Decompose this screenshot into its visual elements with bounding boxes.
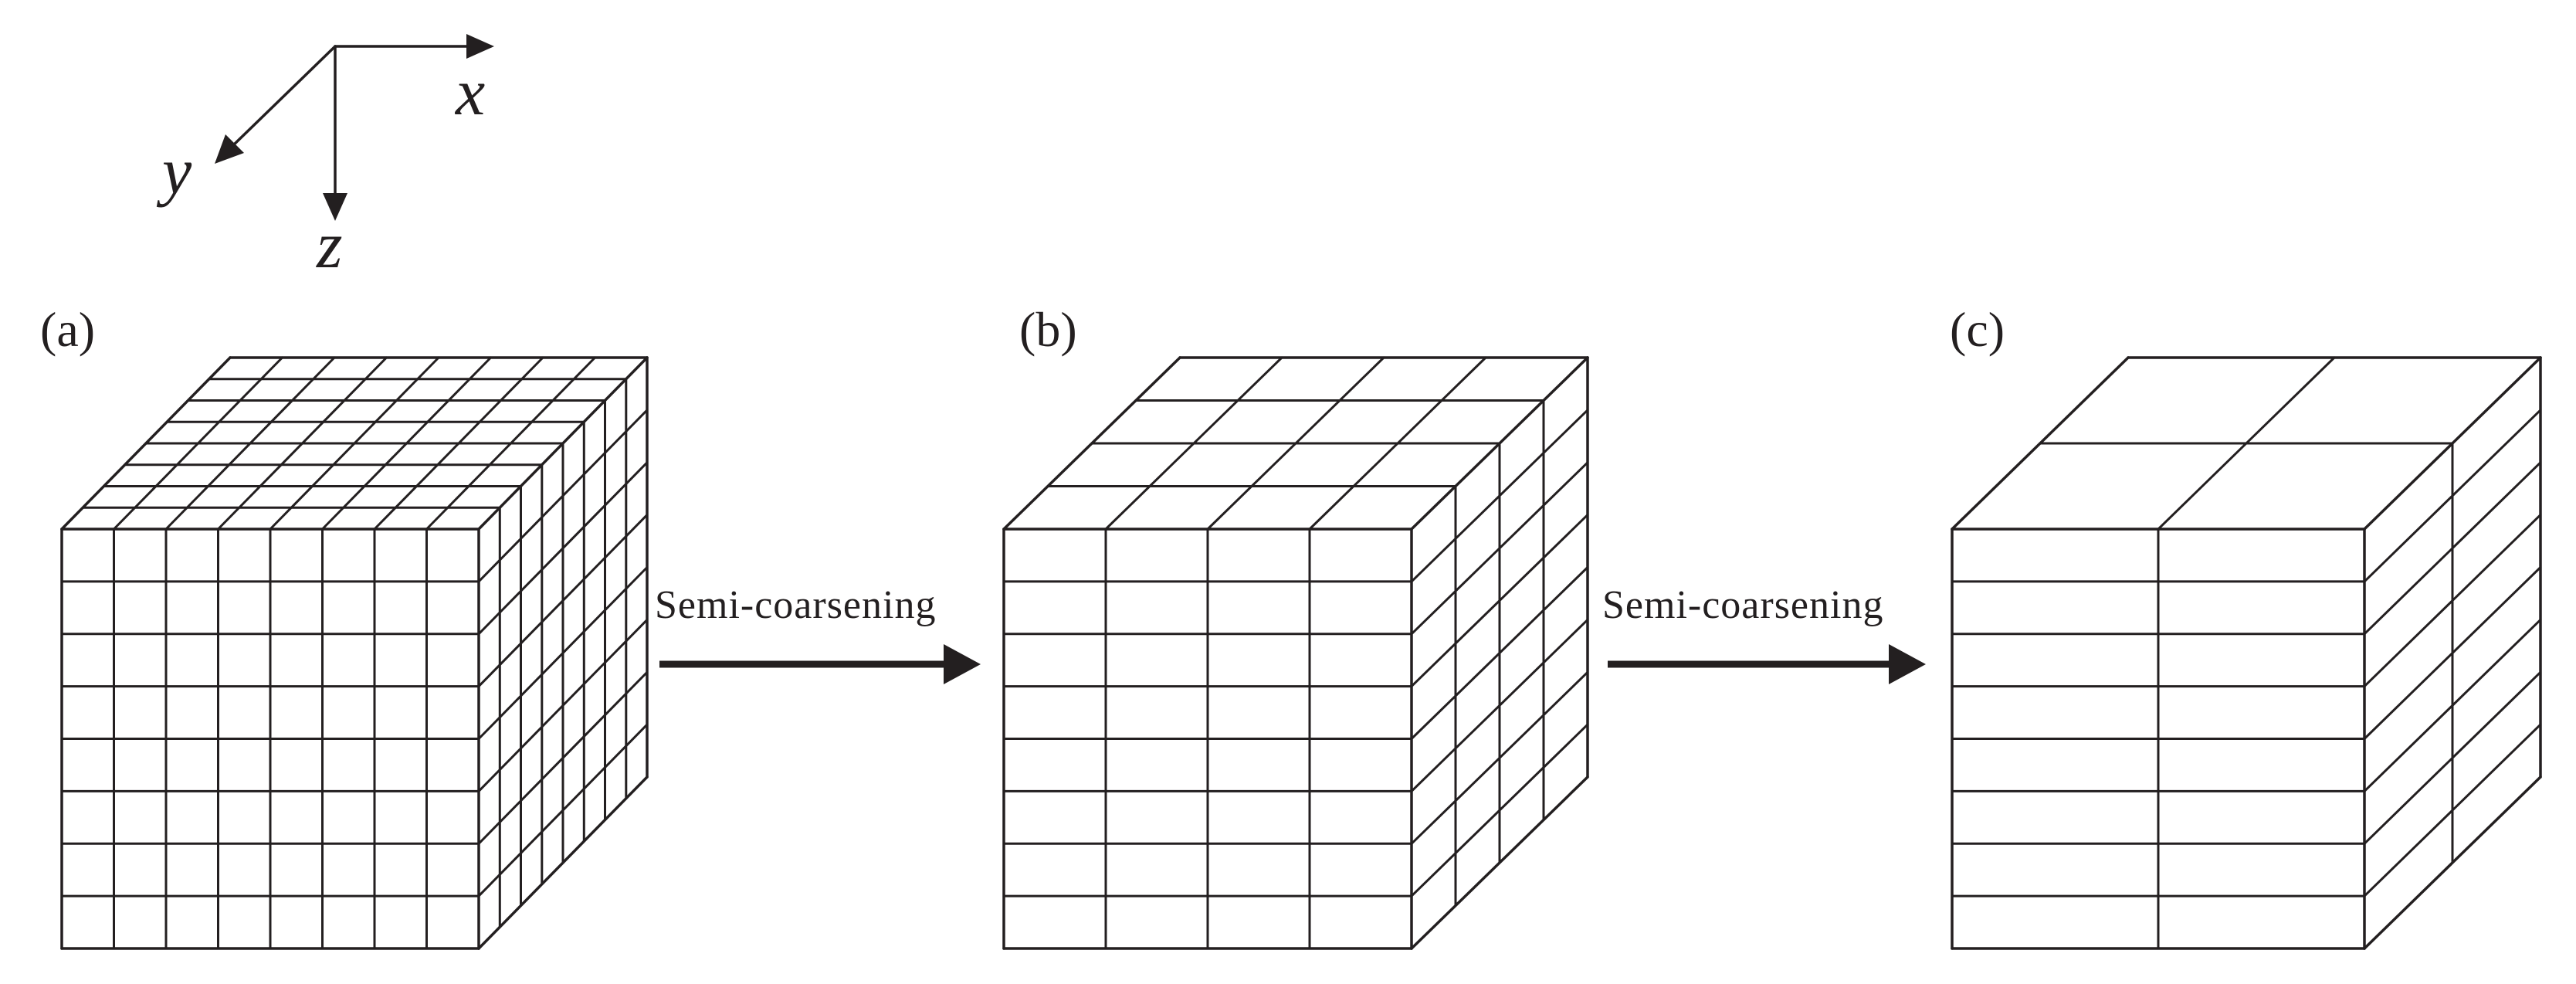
- side-face-diagonal-line: [477, 670, 649, 845]
- y-axis-label: y: [156, 134, 192, 208]
- transition-1: Semi-coarsening: [655, 583, 981, 684]
- x-axis-arrowhead: [466, 34, 494, 59]
- side-face-diagonal-line: [1410, 566, 1589, 740]
- side-face-diagonal-line: [1410, 514, 1589, 688]
- fine-grid-cube: [60, 356, 649, 950]
- side-face-diagonal-line: [477, 461, 649, 636]
- side-face-diagonal-line: [2363, 461, 2542, 636]
- panel-label-c: (c): [1950, 302, 2005, 357]
- panel-label-b: (b): [1019, 302, 1077, 357]
- side-face-diagonal-line: [477, 775, 649, 950]
- panel-label-a: (a): [40, 302, 95, 357]
- side-face-diagonal-line: [477, 723, 649, 897]
- side-face-diagonal-line: [2363, 566, 2542, 740]
- side-face-diagonal-line: [1410, 409, 1589, 583]
- side-face-diagonal-line: [2363, 514, 2542, 688]
- z-axis-arrowhead: [323, 193, 347, 221]
- semi-coarsened-grid-cube: [1002, 356, 1589, 950]
- z-axis-label: z: [316, 208, 342, 282]
- transition-2: Semi-coarsening: [1602, 583, 1926, 684]
- x-axis-label: x: [454, 55, 485, 129]
- side-face-diagonal-line: [2363, 618, 2542, 792]
- side-face-diagonal-line: [1410, 461, 1589, 636]
- side-face-diagonal-line: [1410, 775, 1589, 950]
- side-face-diagonal-line: [2363, 409, 2542, 583]
- side-face-diagonal-line: [2363, 775, 2542, 950]
- side-face-diagonal-line: [477, 566, 649, 740]
- transition-label-2: Semi-coarsening: [1602, 583, 1883, 627]
- coordinate-axes: x y z: [156, 34, 494, 282]
- transition-arrow-2-head: [1889, 644, 1926, 684]
- side-face-diagonal-line: [1410, 618, 1589, 792]
- side-face-diagonal-line: [1410, 670, 1589, 845]
- side-face-diagonal-line: [2363, 723, 2542, 897]
- y-axis-arrowhead: [215, 134, 244, 164]
- side-face-diagonal-line: [1410, 723, 1589, 897]
- coarsest-grid-cube: [1951, 356, 2542, 950]
- side-face-diagonal-line: [477, 618, 649, 792]
- side-face-diagonal-line: [2363, 670, 2542, 845]
- transition-label-1: Semi-coarsening: [655, 583, 936, 627]
- y-axis-arrow: [230, 45, 337, 148]
- side-face-diagonal-line: [477, 409, 649, 583]
- side-face-diagonal-line: [477, 514, 649, 688]
- transition-arrow-1-head: [944, 644, 981, 684]
